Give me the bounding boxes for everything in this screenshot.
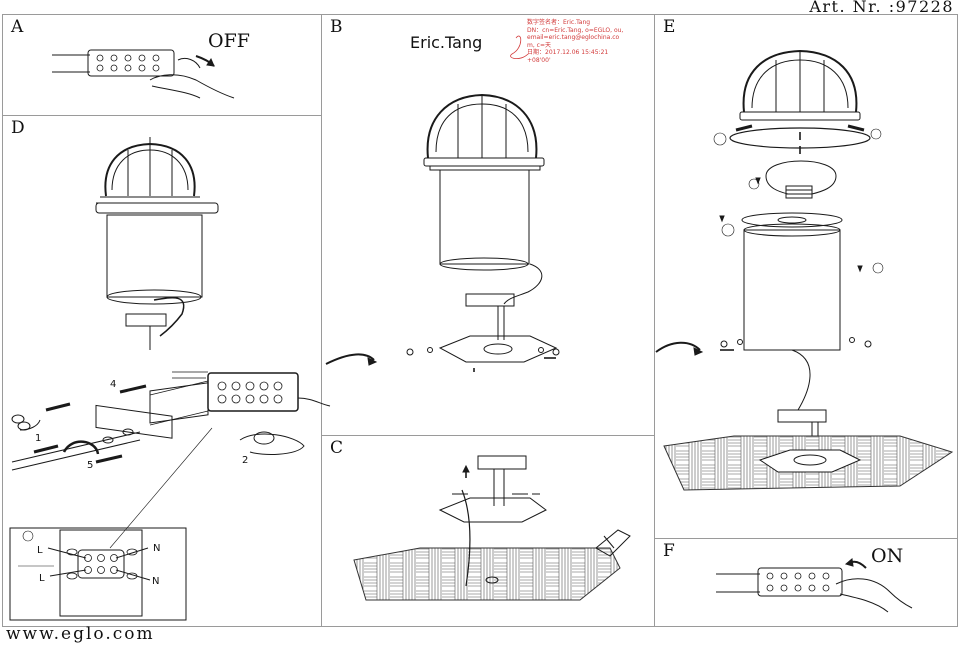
panel-c-install <box>353 455 631 601</box>
panel-a-label: A <box>11 17 24 37</box>
panel-b: B <box>321 14 655 436</box>
callout-1: 1 <box>35 433 42 444</box>
wiring-label-n-bottom: N <box>152 576 160 587</box>
off-label: OFF <box>208 30 250 52</box>
panel-d-wiring <box>9 527 187 621</box>
callout-5: 5 <box>87 460 94 471</box>
panel-b-label: B <box>330 17 343 37</box>
panel-d-label: D <box>11 118 25 138</box>
signature-name: Eric.Tang <box>410 33 483 52</box>
wiring-label-n-top: N <box>153 543 161 554</box>
panel-e-exploded <box>655 49 954 491</box>
panel-d-lamp <box>95 137 219 350</box>
website-url: www.eglo.com <box>6 624 155 644</box>
on-label: ON <box>871 545 904 567</box>
wiring-label-l-top: L <box>37 545 43 556</box>
wiring-label-l-bottom: L <box>39 573 45 584</box>
panel-b-lamp <box>325 93 560 372</box>
panel-f-label: F <box>663 541 675 561</box>
signature-details: 数字签名者：Eric.Tang DN：cn=Eric.Tang, o=EGLO,… <box>527 19 624 64</box>
article-number: Art. Nr. :97228 <box>809 0 954 16</box>
panel-f-drawing <box>716 558 913 613</box>
callout-4: 4 <box>110 379 117 390</box>
panel-d-terminal <box>11 371 331 549</box>
panel-e-label: E <box>663 17 676 37</box>
panel-a-drawing <box>52 49 235 99</box>
panel-f: F <box>654 538 958 627</box>
callout-2: 2 <box>242 455 249 466</box>
panel-c-label: C <box>330 438 344 458</box>
